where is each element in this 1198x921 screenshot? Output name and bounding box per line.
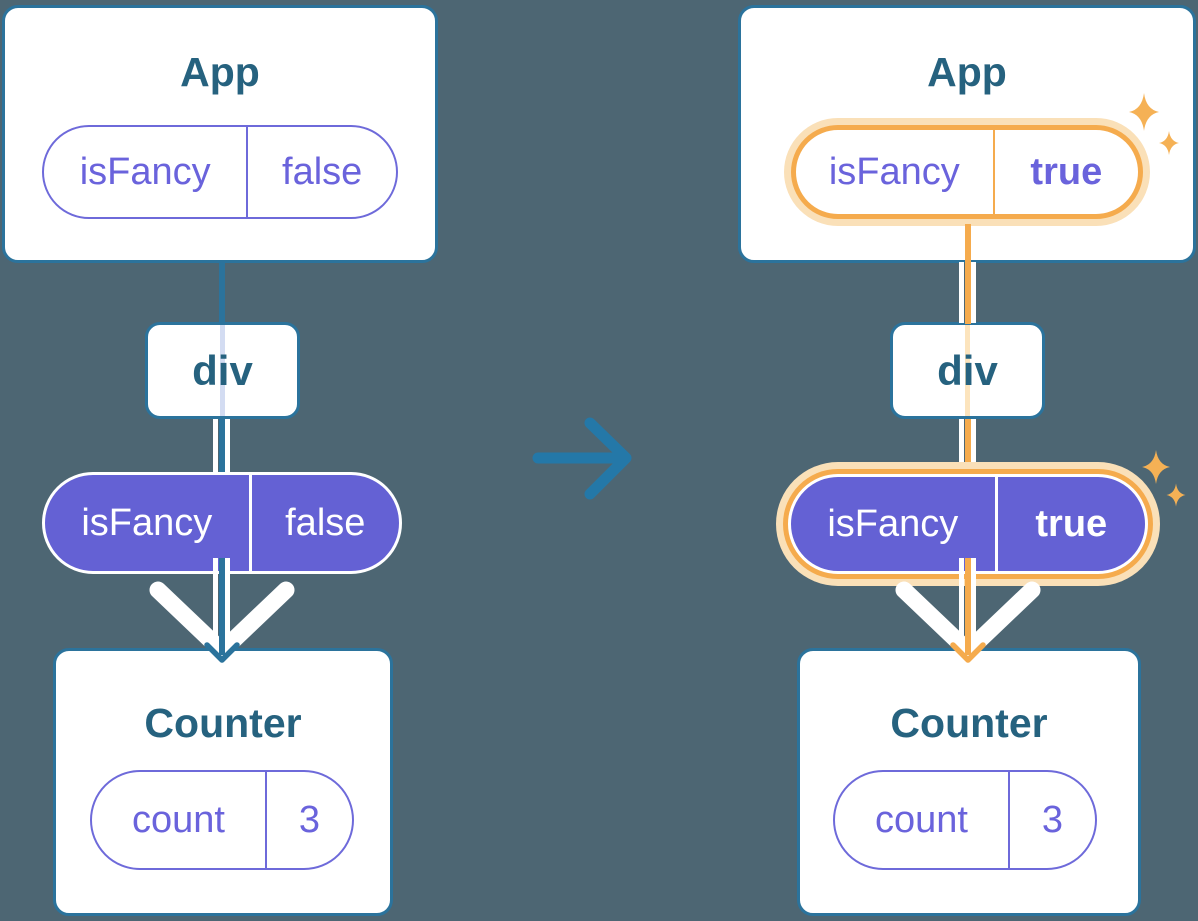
state-key: count (874, 798, 968, 841)
state-value: 3 (298, 798, 321, 841)
pill-divider (1007, 772, 1010, 868)
props-pill: isFancy false (42, 472, 402, 574)
state-pill: count 3 (833, 770, 1097, 870)
component-title: Counter (890, 700, 1048, 746)
div-node-card: div (145, 322, 300, 419)
counter-component-card: Counter count 3 (53, 648, 393, 916)
render-edge (971, 262, 976, 323)
prop-value: true (1035, 502, 1108, 545)
pill-divider (992, 130, 995, 214)
app-component-card: App isFancy true (738, 5, 1196, 263)
prop-value: false (285, 501, 366, 544)
app-component-card: App isFancy false (2, 5, 438, 263)
pill-divider (246, 127, 249, 217)
state-value: 3 (1041, 798, 1064, 841)
state-flow-line (965, 261, 971, 324)
tree-edge (219, 261, 225, 324)
render-edge (959, 262, 964, 323)
div-node-card: div (890, 322, 1045, 419)
counter-component-card: Counter count 3 (797, 648, 1141, 916)
props-pill-highlighted: isFancy true (788, 474, 1148, 574)
state-flow-line (965, 224, 971, 262)
state-value: false (282, 150, 363, 193)
node-label: div (937, 346, 998, 394)
pill-divider (248, 475, 252, 571)
right-arrow-icon (532, 417, 632, 500)
prop-key: isFancy (81, 501, 213, 544)
state-value: true (1030, 150, 1103, 193)
component-title: App (927, 49, 1007, 95)
state-flow-stripe (965, 325, 970, 416)
pill-divider (264, 772, 267, 868)
state-pill: count 3 (90, 770, 354, 870)
state-pill: isFancy false (42, 125, 398, 219)
state-key: isFancy (79, 150, 211, 193)
component-title: App (180, 49, 260, 95)
pill-divider (994, 477, 998, 571)
prop-key: isFancy (827, 502, 959, 545)
state-pill-highlighted: isFancy true (791, 125, 1143, 219)
node-label: div (192, 346, 253, 394)
component-title: Counter (144, 700, 302, 746)
state-flow-stripe (220, 325, 225, 416)
state-key: count (131, 798, 225, 841)
state-key: isFancy (828, 150, 960, 193)
